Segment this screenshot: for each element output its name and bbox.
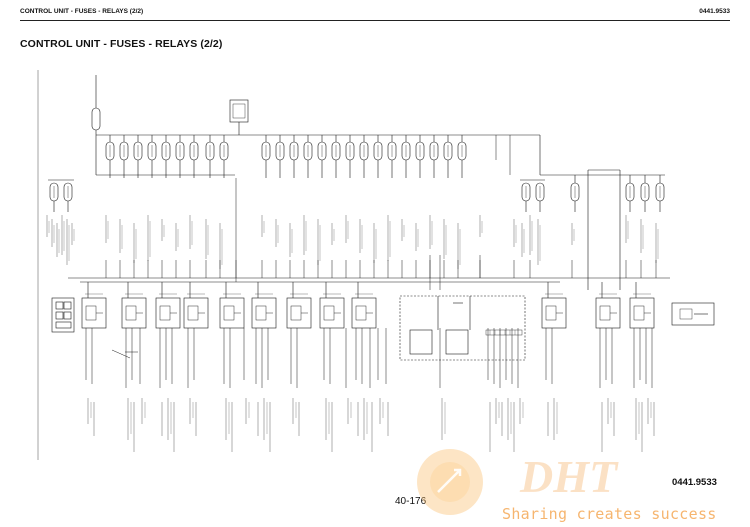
fuse bbox=[303, 141, 313, 161]
fuse bbox=[105, 141, 115, 161]
relay-feed-wires bbox=[68, 135, 670, 290]
left-connector bbox=[51, 297, 75, 333]
fuse bbox=[655, 182, 665, 202]
fuse bbox=[387, 141, 397, 161]
main-fuse bbox=[91, 75, 101, 140]
page-number: 40-176 bbox=[395, 496, 427, 507]
fuse bbox=[175, 141, 185, 161]
fuse bbox=[133, 141, 143, 161]
fuse bbox=[63, 182, 73, 202]
fuse bbox=[640, 182, 650, 202]
relay bbox=[121, 282, 147, 329]
supply-module bbox=[229, 99, 249, 135]
fuse bbox=[359, 141, 369, 161]
relay bbox=[183, 282, 209, 329]
fuse bbox=[49, 182, 59, 202]
fuse bbox=[521, 182, 531, 202]
relay bbox=[286, 282, 312, 329]
page-header: CONTROL UNIT - FUSES - RELAYS (2/2) 0441… bbox=[20, 6, 730, 21]
fuse bbox=[570, 182, 580, 202]
doc-number: 0441.9533 bbox=[672, 477, 717, 488]
fuse bbox=[331, 141, 341, 161]
fuse bbox=[625, 182, 635, 202]
fuse bbox=[147, 141, 157, 161]
fuse-pair-left bbox=[48, 179, 74, 212]
fuse-row-left bbox=[105, 135, 229, 178]
relay-output-wires bbox=[85, 328, 653, 388]
fuse bbox=[443, 141, 453, 161]
right-module bbox=[671, 302, 715, 326]
relay bbox=[541, 282, 567, 329]
control-module bbox=[399, 295, 526, 361]
relay bbox=[595, 282, 621, 329]
relay bbox=[629, 282, 655, 329]
relay bbox=[319, 282, 345, 329]
fuse bbox=[401, 141, 411, 161]
fuse bbox=[373, 141, 383, 161]
fuse bbox=[205, 141, 215, 161]
fuse bbox=[161, 141, 171, 161]
relay bbox=[251, 282, 277, 329]
fuse bbox=[345, 141, 355, 161]
header-title: CONTROL UNIT - FUSES - RELAYS (2/2) bbox=[20, 8, 144, 15]
fuse bbox=[457, 141, 467, 161]
fuse bbox=[275, 141, 285, 161]
page-title: CONTROL UNIT - FUSES - RELAYS (2/2) bbox=[20, 38, 223, 50]
watermark-tagline: Sharing creates success bbox=[502, 505, 717, 523]
relay bbox=[219, 282, 245, 329]
output-labels bbox=[87, 398, 655, 452]
relay bbox=[155, 282, 181, 329]
header-doc-number: 0441.9533 bbox=[699, 8, 730, 15]
fuse bbox=[289, 141, 299, 161]
relay bbox=[351, 282, 377, 329]
fuse bbox=[415, 141, 425, 161]
fuse bbox=[317, 141, 327, 161]
wire-labels bbox=[46, 215, 659, 269]
fuse bbox=[189, 141, 199, 161]
fuse bbox=[119, 141, 129, 161]
fuse-row-right bbox=[261, 135, 467, 178]
fuse bbox=[535, 182, 545, 202]
fuse bbox=[429, 141, 439, 161]
fuse-cluster-right bbox=[520, 135, 665, 290]
relay bbox=[81, 282, 107, 329]
relay-row bbox=[81, 282, 655, 329]
fuse bbox=[261, 141, 271, 161]
fuse bbox=[219, 141, 229, 161]
